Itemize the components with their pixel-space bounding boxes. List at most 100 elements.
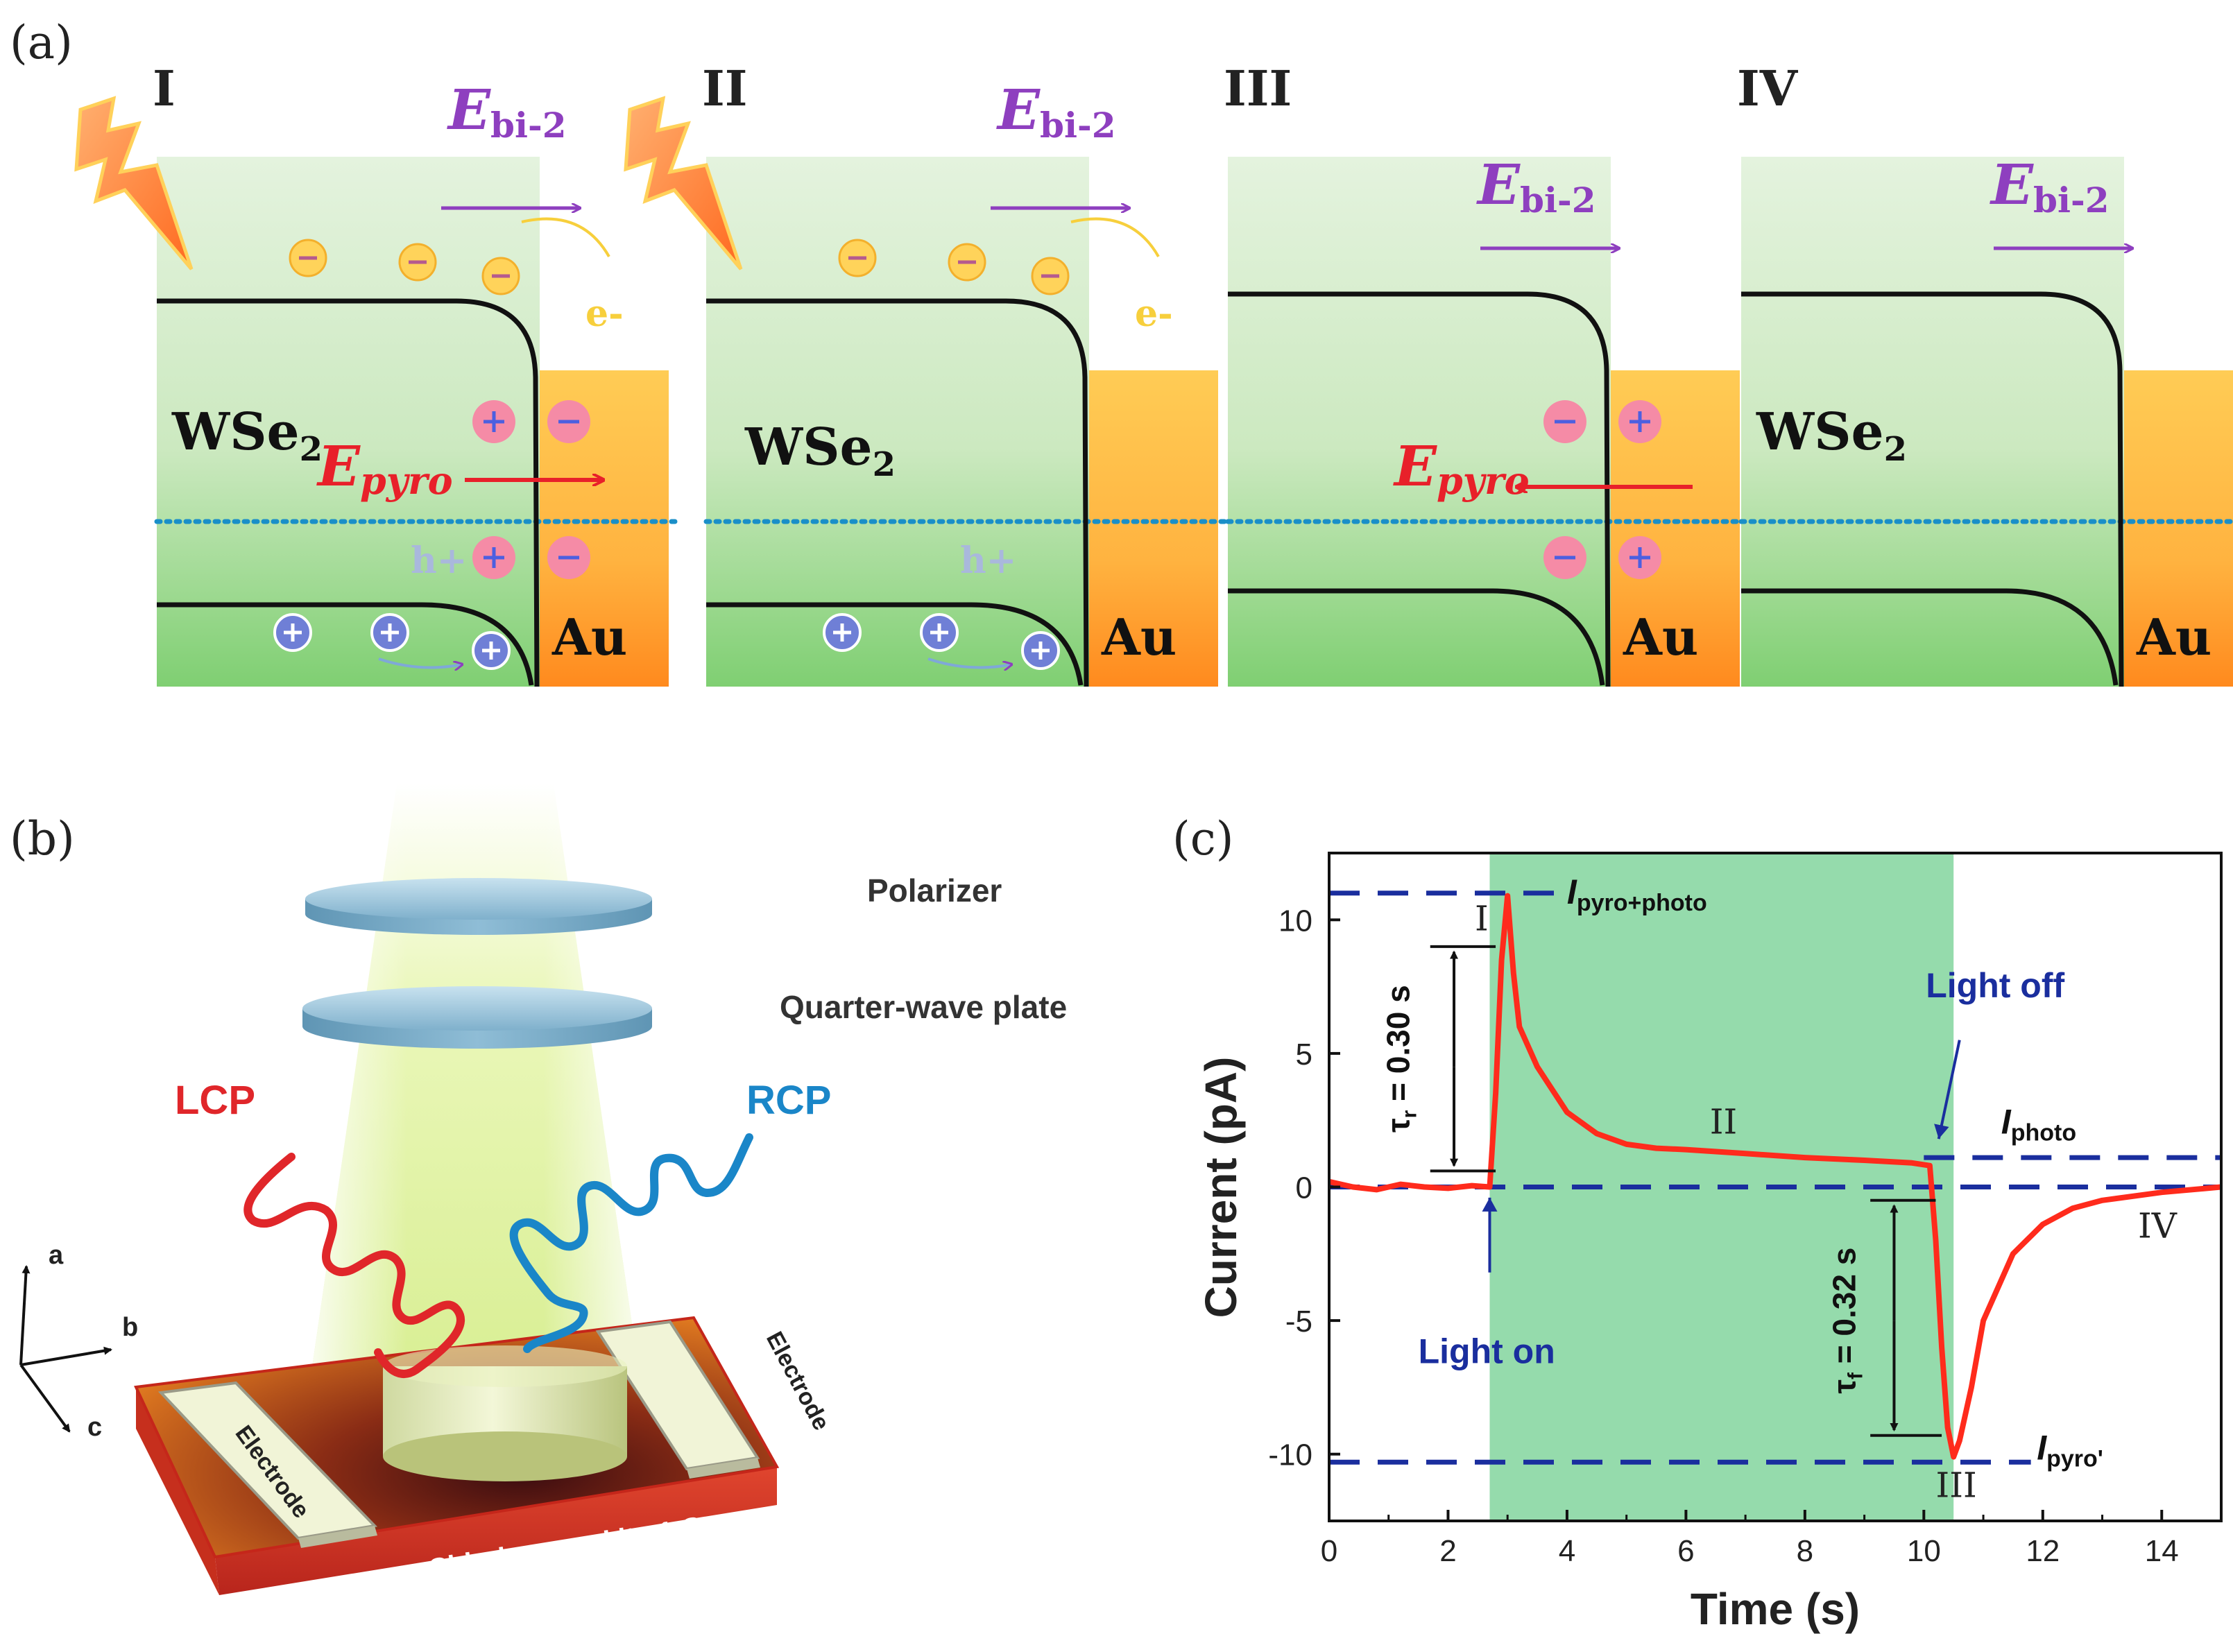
field-symbol: E <box>1990 152 2034 217</box>
lightning-icon <box>624 96 743 270</box>
pyro-neg-current-subscript: pyro' <box>2046 1445 2103 1472</box>
band-diagram-3: III Ebi-2Au Epyro <box>1224 60 1749 687</box>
axis-a-label: a <box>49 1241 64 1270</box>
electrode-right-label: Electrode <box>761 1327 835 1435</box>
lcp-wave <box>243 1153 465 1379</box>
photo-current-subscript: photo <box>2011 1119 2076 1146</box>
light-on-label: Light on <box>1419 1332 1555 1371</box>
rcp-wave <box>509 1133 753 1353</box>
plus-sign-icon <box>484 411 504 432</box>
roman-III-label: III <box>1935 1465 1976 1505</box>
plus-sign-icon <box>482 642 500 660</box>
wse2-text: WSe <box>171 402 300 462</box>
pyro-neg-current-symbol: I <box>2037 1428 2047 1467</box>
x-axis-title: Time (s) <box>1691 1584 1860 1634</box>
tau-r-symbol: τ <box>1380 1118 1417 1133</box>
quarter-wave-plate-label: Quarter-wave plate <box>780 989 1067 1025</box>
x-tick-label: 10 <box>1907 1534 1941 1568</box>
lcp-label: LCP <box>175 1078 255 1123</box>
field-label: Ebi-2 <box>447 77 566 146</box>
au-label: Au <box>1101 608 1177 666</box>
pyro-field-subscript: pyro <box>1437 458 1530 503</box>
wse2-subscript: 2 <box>300 430 323 469</box>
peak-current-label: Ipyro+photo <box>1567 872 1707 916</box>
hole-label: h+ <box>411 540 467 582</box>
crystal-axes <box>19 1265 112 1433</box>
valence-band <box>706 602 1084 686</box>
panel-b-schematic: Electrode Electrode Chiral perovskite 1-… <box>19 784 1067 1595</box>
x-tick-label: 14 <box>2145 1534 2179 1568</box>
x-tick-label: 6 <box>1677 1534 1694 1568</box>
conduction-band <box>1228 291 1611 687</box>
plus-sign-icon <box>1032 642 1050 660</box>
au-region <box>1089 370 1218 687</box>
peak-current-symbol: I <box>1567 872 1577 911</box>
photo-current-label: Iphoto <box>2001 1102 2076 1146</box>
electrode-left <box>157 1381 378 1548</box>
step-label: II <box>702 60 748 117</box>
photo-current-symbol: I <box>2001 1102 2012 1141</box>
tau-f-subscript: f <box>1845 1372 1867 1379</box>
light-spot-cylinder <box>383 1345 627 1481</box>
y-tick-label: 5 <box>1296 1038 1312 1072</box>
au-label: Au <box>1623 608 1698 666</box>
valence-band <box>157 602 534 686</box>
polarizer-label: Polarizer <box>867 872 1002 909</box>
light-off-arrow <box>1934 1040 1961 1139</box>
y-tick-label: 0 <box>1296 1171 1312 1205</box>
au-label: Au <box>551 608 627 666</box>
field-subscript: bi-2 <box>1040 105 1116 146</box>
field-subscript: bi-2 <box>1520 180 1596 221</box>
valence-band <box>1228 588 1605 686</box>
wse2-text: WSe <box>1756 402 1884 462</box>
electron-flow-arrow <box>1070 217 1160 257</box>
peak-current-subscript: pyro+photo <box>1577 890 1707 916</box>
panel-a-label: (a) <box>10 16 73 69</box>
field-label: Ebi-2 <box>1990 152 2109 221</box>
field-subscript: bi-2 <box>490 105 567 146</box>
hole-label: h+ <box>960 540 1016 582</box>
wse2-label: WSe2 <box>171 402 323 469</box>
tau-f-symbol: τ <box>1826 1379 1863 1394</box>
wse2-subscript: 2 <box>873 445 896 484</box>
x-tick-label: 0 <box>1321 1534 1337 1568</box>
tau-f-label: τf = 0.32 s <box>1826 1248 1867 1394</box>
field-symbol: E <box>447 77 491 142</box>
current-trace-line <box>1329 893 2221 1460</box>
step-label: I <box>153 60 176 117</box>
tau-f-value: = 0.32 s <box>1826 1248 1863 1373</box>
electron-flow-arrow <box>521 217 610 257</box>
au-region <box>2124 370 2233 687</box>
y-tick-label: 10 <box>1278 904 1312 938</box>
rcp-label: RCP <box>746 1078 831 1123</box>
pyro-neg-current-label: Ipyro' <box>2037 1428 2103 1472</box>
plus-sign-icon <box>381 623 399 642</box>
axis-c-label: c <box>87 1413 102 1442</box>
step-label: III <box>1224 60 1292 117</box>
quarter-wave-plate-disk <box>302 986 652 1049</box>
roman-IV-label: IV <box>2138 1206 2178 1246</box>
wse2-region <box>706 157 1089 687</box>
wse2-label: WSe2 <box>744 418 896 484</box>
panel-b-label: (b) <box>10 812 75 866</box>
hole-flow-arrow <box>927 657 1011 668</box>
valence-band <box>1741 588 2119 686</box>
field-label: Ebi-2 <box>1476 152 1595 221</box>
x-tick-label: 4 <box>1559 1534 1575 1568</box>
step-label: IV <box>1737 60 1799 117</box>
field-symbol: E <box>996 77 1041 142</box>
pyro-field-label: Epyro <box>1393 433 1530 503</box>
tau-r-value: = 0.30 s <box>1380 985 1417 1110</box>
electron-label: e- <box>585 293 624 335</box>
y-tick-label: -10 <box>1268 1438 1312 1472</box>
electrode-right <box>595 1320 760 1479</box>
plus-sign-icon <box>484 547 504 568</box>
conduction-band <box>706 298 1089 687</box>
wse2-subscript: 2 <box>1884 430 1907 469</box>
